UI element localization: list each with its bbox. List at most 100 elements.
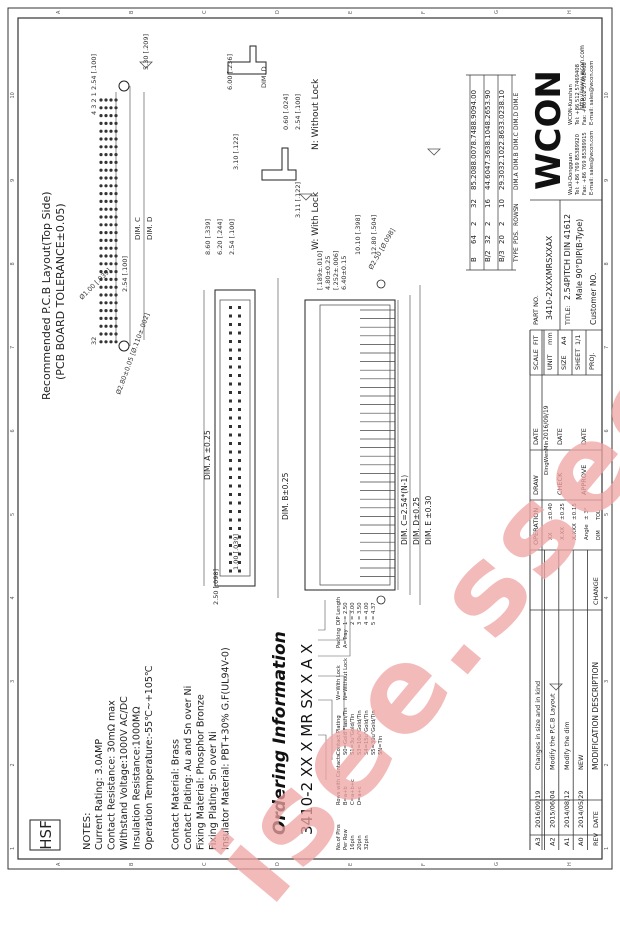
connector-pin — [238, 306, 241, 309]
dim-252: [.252±.006] — [332, 251, 340, 290]
with-lock-label: W: With Lock — [311, 191, 321, 250]
title-block-label: UNIT — [546, 354, 554, 370]
connector-pin — [229, 357, 232, 360]
connector-pin — [229, 340, 232, 343]
connector-pin — [238, 467, 241, 471]
revision-description: NEW — [577, 754, 585, 770]
dim-e-label: DIM. E ±0.30 — [424, 495, 433, 545]
dim-table-cell: 33.02 — [498, 110, 506, 130]
pcb-hole — [99, 285, 103, 289]
zone-number: 3 — [10, 680, 16, 683]
ordering-option: D=a+c — [357, 786, 363, 805]
dim-table-cell: 32 — [484, 235, 492, 244]
connector-pin — [238, 416, 241, 420]
ordering-option: W=With Lock — [336, 665, 342, 700]
dim-table-header: TYPE — [513, 247, 520, 263]
connector-pin — [229, 569, 232, 573]
outer-frame — [7, 7, 613, 870]
without-lock-label: N: Without Lock — [311, 78, 321, 150]
n-lock-outline — [227, 45, 267, 75]
dim-table-header: DIM.D — [513, 112, 520, 130]
connector-pin — [238, 382, 241, 386]
pcb-hole — [104, 223, 108, 227]
dim-table-header: DIM.A — [513, 172, 520, 190]
zone-number: 6 — [604, 429, 610, 432]
approve-label: APPROVE — [580, 465, 588, 495]
pcb-hole — [104, 340, 108, 344]
connector-pin — [229, 459, 232, 462]
ordering-option: S5=30u"Gold/Tin — [371, 710, 377, 755]
zone-number: 2 — [604, 763, 610, 766]
wcon-logo: WCON — [529, 70, 569, 190]
pcb-hole — [99, 293, 103, 297]
connector-pin — [238, 408, 241, 411]
ordering-leaders — [318, 600, 351, 780]
pcb-hole — [99, 160, 103, 164]
pcb-hole — [104, 254, 108, 258]
connector-pin — [229, 425, 232, 428]
revision-description: Changes in size and in kind — [534, 681, 542, 770]
zone-letter: F — [421, 11, 427, 14]
connector-pin — [229, 331, 232, 335]
dim-620: 6.20 [.244] — [216, 219, 224, 255]
tol-dim: X.XXX — [572, 523, 578, 540]
connector-pin — [238, 476, 241, 479]
pcb-hole — [99, 145, 103, 149]
connector-pin — [229, 348, 232, 352]
company-line: Tel: +86 769 85389920 — [575, 134, 581, 196]
pcb-hole — [99, 309, 103, 313]
dim-a-label: DIM. A ±0.25 — [203, 430, 212, 480]
ordering-option: N=Without Lock — [343, 658, 349, 700]
note-line: Fixing Plating: Sn over Ni — [208, 731, 219, 850]
pcb-hole — [114, 340, 118, 344]
dim-254b: 2.54 [.100] — [228, 219, 236, 255]
dim-table-cell: 38.10 — [498, 90, 506, 110]
side-hole-top — [376, 279, 386, 289]
connector-pin — [229, 476, 232, 479]
zone-letter: D — [275, 10, 281, 14]
pcb-hole — [109, 215, 113, 219]
connector-pin — [229, 484, 232, 488]
ordering-option: 32pin — [364, 835, 370, 850]
pcb-hole — [99, 207, 103, 211]
pcb-hole — [109, 114, 113, 118]
connector-pin — [238, 518, 241, 522]
ordering-option: Per Row — [343, 829, 349, 850]
ordering-option: Contact Plating — [336, 715, 342, 755]
note-line: Withstand Voltage:1000V AC/DC — [119, 696, 130, 850]
pcb-hole — [104, 145, 108, 149]
date-label: DATE — [580, 428, 588, 445]
connector-pin — [238, 357, 241, 360]
connector-pin — [229, 374, 232, 377]
dimension-table: B6423285.2088.0078.7488.9094.00B/2322164… — [466, 74, 520, 271]
connector-pin — [229, 408, 232, 411]
pcb-hole — [109, 238, 113, 242]
zone-letter: B — [129, 862, 135, 866]
connector-pin — [229, 391, 232, 394]
revision-code: A2 — [548, 837, 556, 846]
note-line: Contact Plating: Au and Sn over Ni — [183, 686, 194, 850]
title-block-value: A4 — [560, 336, 568, 345]
pcb-row-label: 4 3 2 1 — [90, 92, 98, 115]
connector-pin — [238, 552, 241, 556]
pcb-hole — [109, 176, 113, 180]
pcb-hole — [109, 98, 113, 102]
pcb-pin32: 32 — [90, 337, 98, 345]
ordering-option: No.of Pins — [336, 824, 342, 850]
pcb-hole1: Ø1.00 [.039] — [78, 267, 113, 302]
pcb-hole — [104, 160, 108, 164]
pcb-hole — [109, 301, 113, 305]
pcb-hole — [104, 332, 108, 336]
dim-table-header: N — [513, 204, 520, 209]
note-line: Contact Material: Brass — [171, 739, 182, 850]
pcb-hole — [104, 207, 108, 211]
ordering-option: S0=Gold Flash/Tin — [343, 707, 349, 755]
pcb-hole — [109, 285, 113, 289]
title-label: TITLE: — [564, 305, 572, 326]
pcb-hole — [99, 262, 103, 266]
dim-189: [.189±.010] — [316, 251, 324, 290]
dim-table-header: DIM.E — [513, 93, 520, 110]
connector-pin — [238, 484, 241, 488]
ordering-option: DIP Length — [336, 597, 342, 625]
